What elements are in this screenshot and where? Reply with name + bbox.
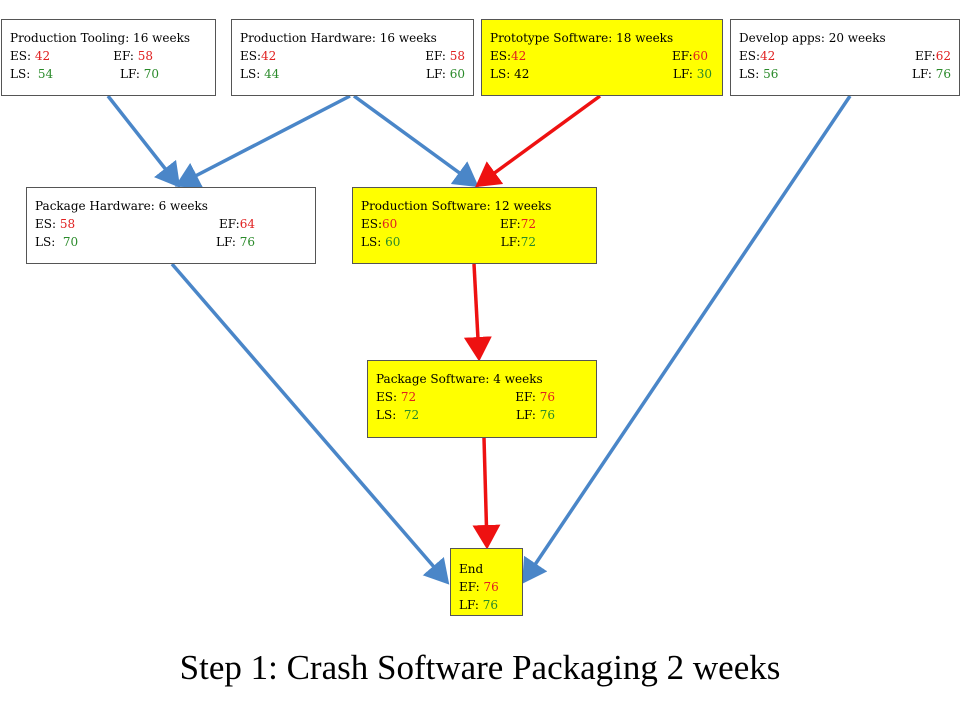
ls-value: 56 [763,67,779,81]
lf-label: LF: [425,67,446,81]
node-title: Production Hardware: 16 weeks [240,31,437,45]
lf-value: 76 [935,67,951,81]
lf-label: LF: [515,408,536,422]
es-value: 42 [760,49,776,63]
arrow-package-hardware-to-end [170,262,450,585]
node-title: Production Tooling: 16 weeks [10,31,191,45]
node-develop-apps: Develop apps: 20 weeks ES:42 EF:62 LS: 5… [730,19,960,96]
node-production-tooling: Production Tooling: 16 weeks ES: 42 EF: … [1,19,216,96]
ef-label: EF: [113,49,134,63]
node-title: Package Hardware: 6 weeks [35,199,208,213]
es-label: ES: [361,217,383,231]
es-label: ES: [35,217,57,231]
arrow-package-software-to-end [472,437,501,550]
lf-label: LF: [215,235,236,249]
ef-label: EF: [459,580,480,594]
node-production-software: Production Software: 12 weeks ES:60 EF:7… [352,187,597,264]
lf-value: 70 [143,67,159,81]
ef-value: 76 [483,580,499,594]
slide-caption: Step 1: Crash Software Packaging 2 weeks [179,648,781,687]
es-value: 72 [400,390,417,404]
ls-label: LS: [490,67,511,81]
ls-value: 42 [514,67,530,81]
ef-label: EF: [915,49,936,63]
ls-label: LS: [240,67,261,81]
arrow-production-software-to-package-software [463,263,492,362]
lf-label: LF: [911,67,932,81]
lf-value: 72 [520,235,536,249]
es-value: 42 [261,49,277,63]
ef-label: EF: [500,217,521,231]
lf-label: LF: [119,67,140,81]
ls-label: LS: [10,67,31,81]
es-label: ES: [10,49,32,63]
es-label: ES: [739,49,761,63]
ef-value: 64 [239,217,255,231]
es-value: 58 [59,217,76,231]
ef-value: 62 [935,49,951,63]
es-label: ES: [490,49,512,63]
node-package-software: Package Software: 4 weeks ES: 72 EF: 76 … [367,360,597,438]
ef-value: 76 [539,390,555,404]
lf-label: LF: [500,235,521,249]
lf-value: 76 [239,235,255,249]
node-title: Production Software: 12 weeks [361,199,552,213]
ls-label: LS: [361,235,382,249]
arrow-develop-apps-to-end [522,95,852,584]
ef-value: 60 [692,49,708,63]
ef-label: EF: [425,49,446,63]
ef-value: 58 [137,49,153,63]
es-value: 60 [382,217,398,231]
ls-value: 70 [62,235,79,249]
arrow-prod-tooling-to-package-hardware [106,94,181,188]
arrow-prod-hardware-to-production-software [352,94,479,188]
node-title: Package Software: 4 weeks [376,372,543,386]
es-label: ES: [240,49,262,63]
ls-value: 54 [37,67,54,81]
arrow-prod-hardware-to-package-hardware [174,94,351,188]
lf-value: 76 [482,598,499,612]
ls-label: LS: [739,67,760,81]
lf-value: 60 [449,67,465,81]
ef-label: EF: [515,390,536,404]
lf-value: 76 [539,408,555,422]
ef-label: EF: [219,217,240,231]
ef-value: 58 [449,49,465,63]
lf-label: LF: [672,67,693,81]
node-package-hardware: Package Hardware: 6 weeks ES: 58 EF:64 L… [26,187,316,264]
es-label: ES: [376,390,398,404]
ls-value: 44 [264,67,280,81]
arrow-prototype-software-to-production-software [475,94,602,188]
es-value: 42 [34,49,51,63]
ls-value: 72 [403,408,420,422]
node-title: Develop apps: 20 weeks [739,31,886,45]
ls-value: 60 [385,235,401,249]
es-value: 42 [511,49,527,63]
lf-label: LF: [459,598,479,612]
node-end: End EF: 76 LF: 76 [450,548,523,616]
lf-value: 30 [696,67,712,81]
ef-value: 72 [520,217,536,231]
ls-label: LS: [35,235,56,249]
node-title: Prototype Software: 18 weeks [490,31,674,45]
node-title: End [459,562,484,576]
node-production-hardware: Production Hardware: 16 weeks ES:42 EF: … [231,19,474,96]
node-prototype-software: Prototype Software: 18 weeks ES:42 EF:60… [481,19,723,96]
ls-label: LS: [376,408,397,422]
ef-label: EF: [672,49,693,63]
